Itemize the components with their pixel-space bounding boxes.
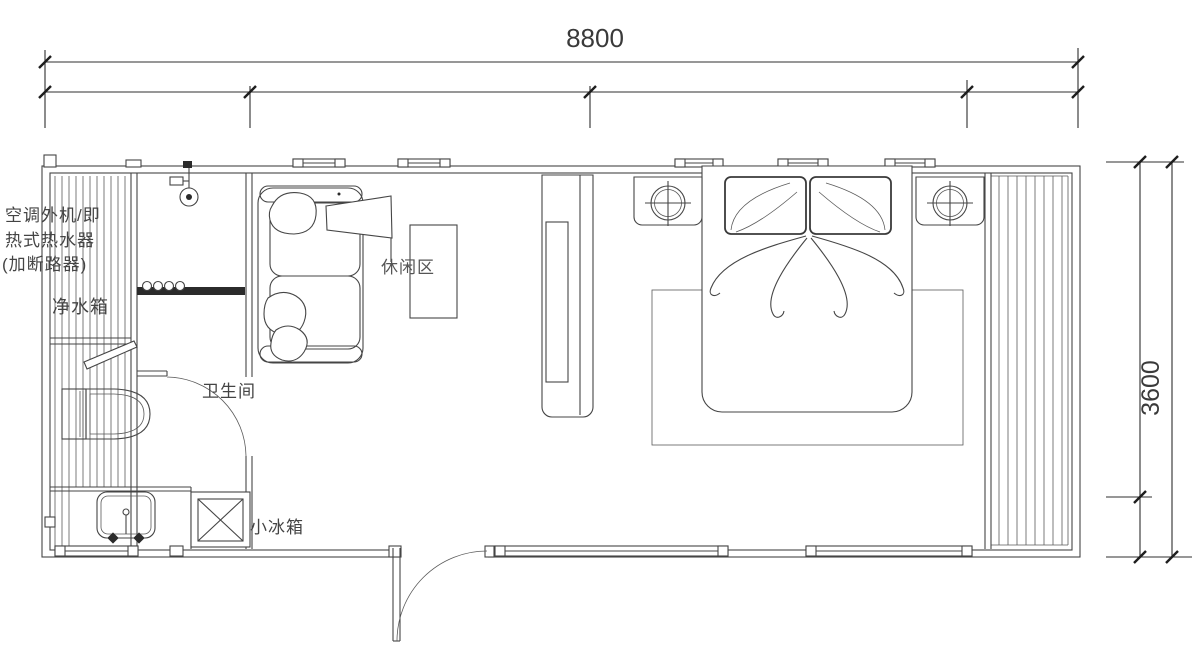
entrance-door [388,545,495,642]
mini-fridge [190,491,251,548]
interior-walls [125,159,992,549]
top-wall-windows [292,158,936,168]
pillow-right [809,176,892,235]
nightstand-right [915,176,985,226]
bottom-wall-windows [54,545,973,557]
bathroom-label: 卫生间 [202,382,256,401]
ribbon-throw [709,235,905,318]
cushion [268,191,317,235]
dimension-lines-top [38,48,1085,128]
wall-tv [325,195,393,262]
dimension-lines-right [1106,155,1192,564]
towel-rail [137,280,245,295]
water-tank-label: 净水箱 [52,297,109,317]
equipment-label-line3: (加断路器) [2,255,88,274]
pillow-left [724,176,807,235]
toilet [61,388,151,440]
water-tank-shelf [50,337,138,370]
bathroom-door [137,370,247,457]
mini-fridge-label: 小冰箱 [250,518,304,537]
nightstand-left [633,176,703,226]
equipment-label-line1: 空调外机/即 [5,206,101,225]
shower-head [169,161,199,207]
dimension-height-label: 3600 [1137,360,1165,416]
cushion [270,325,308,362]
equipment-label-line2: 热式热水器 [5,231,95,250]
dimension-width-label: 8800 [566,23,624,53]
coffee-table [409,224,458,319]
wardrobe [541,174,594,418]
washbasin [96,491,156,544]
deck-hatch [991,175,1069,546]
leisure-area-label: 休闲区 [381,258,435,277]
double-bed [701,165,913,413]
outer-walls [41,154,1081,559]
